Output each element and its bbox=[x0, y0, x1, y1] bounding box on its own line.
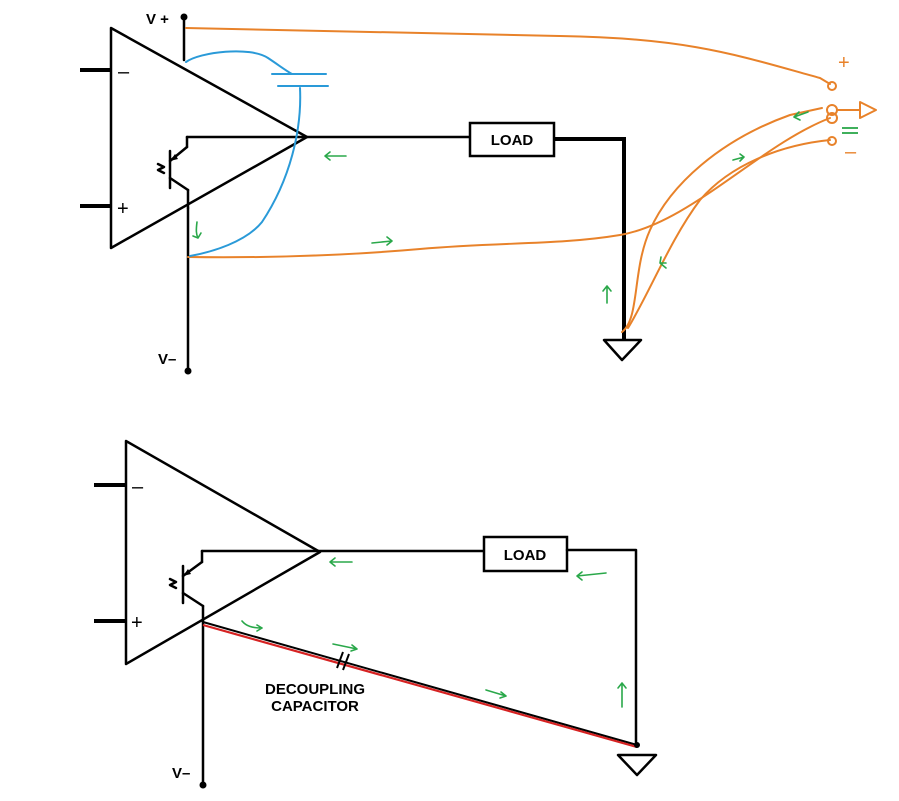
bottom-load-return-wire bbox=[565, 548, 638, 747]
top-vplus-terminal bbox=[180, 13, 188, 21]
bottom-vminus-terminal bbox=[199, 781, 207, 789]
top-bypass-wire-bottom bbox=[189, 87, 302, 257]
bottom-load-label: LOAD bbox=[504, 547, 547, 564]
decoupling-capacitor-label-line1: DECOUPLING bbox=[265, 681, 365, 698]
bottom-current-arrows bbox=[241, 557, 627, 708]
bottom-vminus-label: V– bbox=[172, 765, 190, 782]
top-return-supply-wire bbox=[627, 139, 831, 329]
bottom-decoupling-wire bbox=[202, 621, 638, 746]
top-ground-symbol bbox=[602, 338, 643, 362]
top-vminus-terminal bbox=[184, 367, 192, 375]
bottom-load-box bbox=[482, 535, 569, 573]
decoupling-capacitor-label-line2: CAPACITOR bbox=[271, 698, 359, 715]
top-ground-supply-wire bbox=[621, 107, 823, 333]
top-vplus-label: V + bbox=[146, 11, 169, 28]
top-opamp-triangle bbox=[109, 26, 309, 250]
top-circuit: – + V + V– LOAD bbox=[80, 11, 877, 375]
top-bypass-wire-top bbox=[185, 50, 293, 75]
top-vminus-label: V– bbox=[158, 351, 176, 368]
top-supply-minus-sign: – bbox=[845, 141, 857, 163]
bottom-decoupling-wire-highlight bbox=[202, 623, 638, 749]
decoupling-capacitor-symbol bbox=[336, 651, 350, 671]
bottom-ground-node bbox=[634, 742, 640, 748]
top-output-transistor bbox=[156, 135, 190, 210]
top-supply-plus-sign: + bbox=[838, 52, 850, 74]
top-current-arrows bbox=[192, 111, 809, 304]
bottom-circuit: – + V– LOAD DECOUPLING CAPAC bbox=[94, 439, 658, 789]
top-vplus-supply-wire bbox=[185, 27, 831, 85]
bottom-noninverting-sign: + bbox=[131, 612, 143, 634]
bottom-opamp-triangle bbox=[124, 439, 322, 666]
top-supply-source: + – bbox=[826, 52, 877, 163]
bottom-ground-symbol bbox=[616, 753, 658, 777]
bottom-output-transistor bbox=[168, 549, 205, 624]
top-noninverting-sign: + bbox=[117, 198, 129, 220]
top-load-label: LOAD bbox=[491, 132, 534, 149]
top-load-return-wire bbox=[554, 137, 626, 340]
top-vminus-supply-wire bbox=[187, 117, 831, 259]
top-inverting-sign: – bbox=[118, 61, 130, 83]
bottom-inverting-sign: – bbox=[132, 476, 144, 498]
